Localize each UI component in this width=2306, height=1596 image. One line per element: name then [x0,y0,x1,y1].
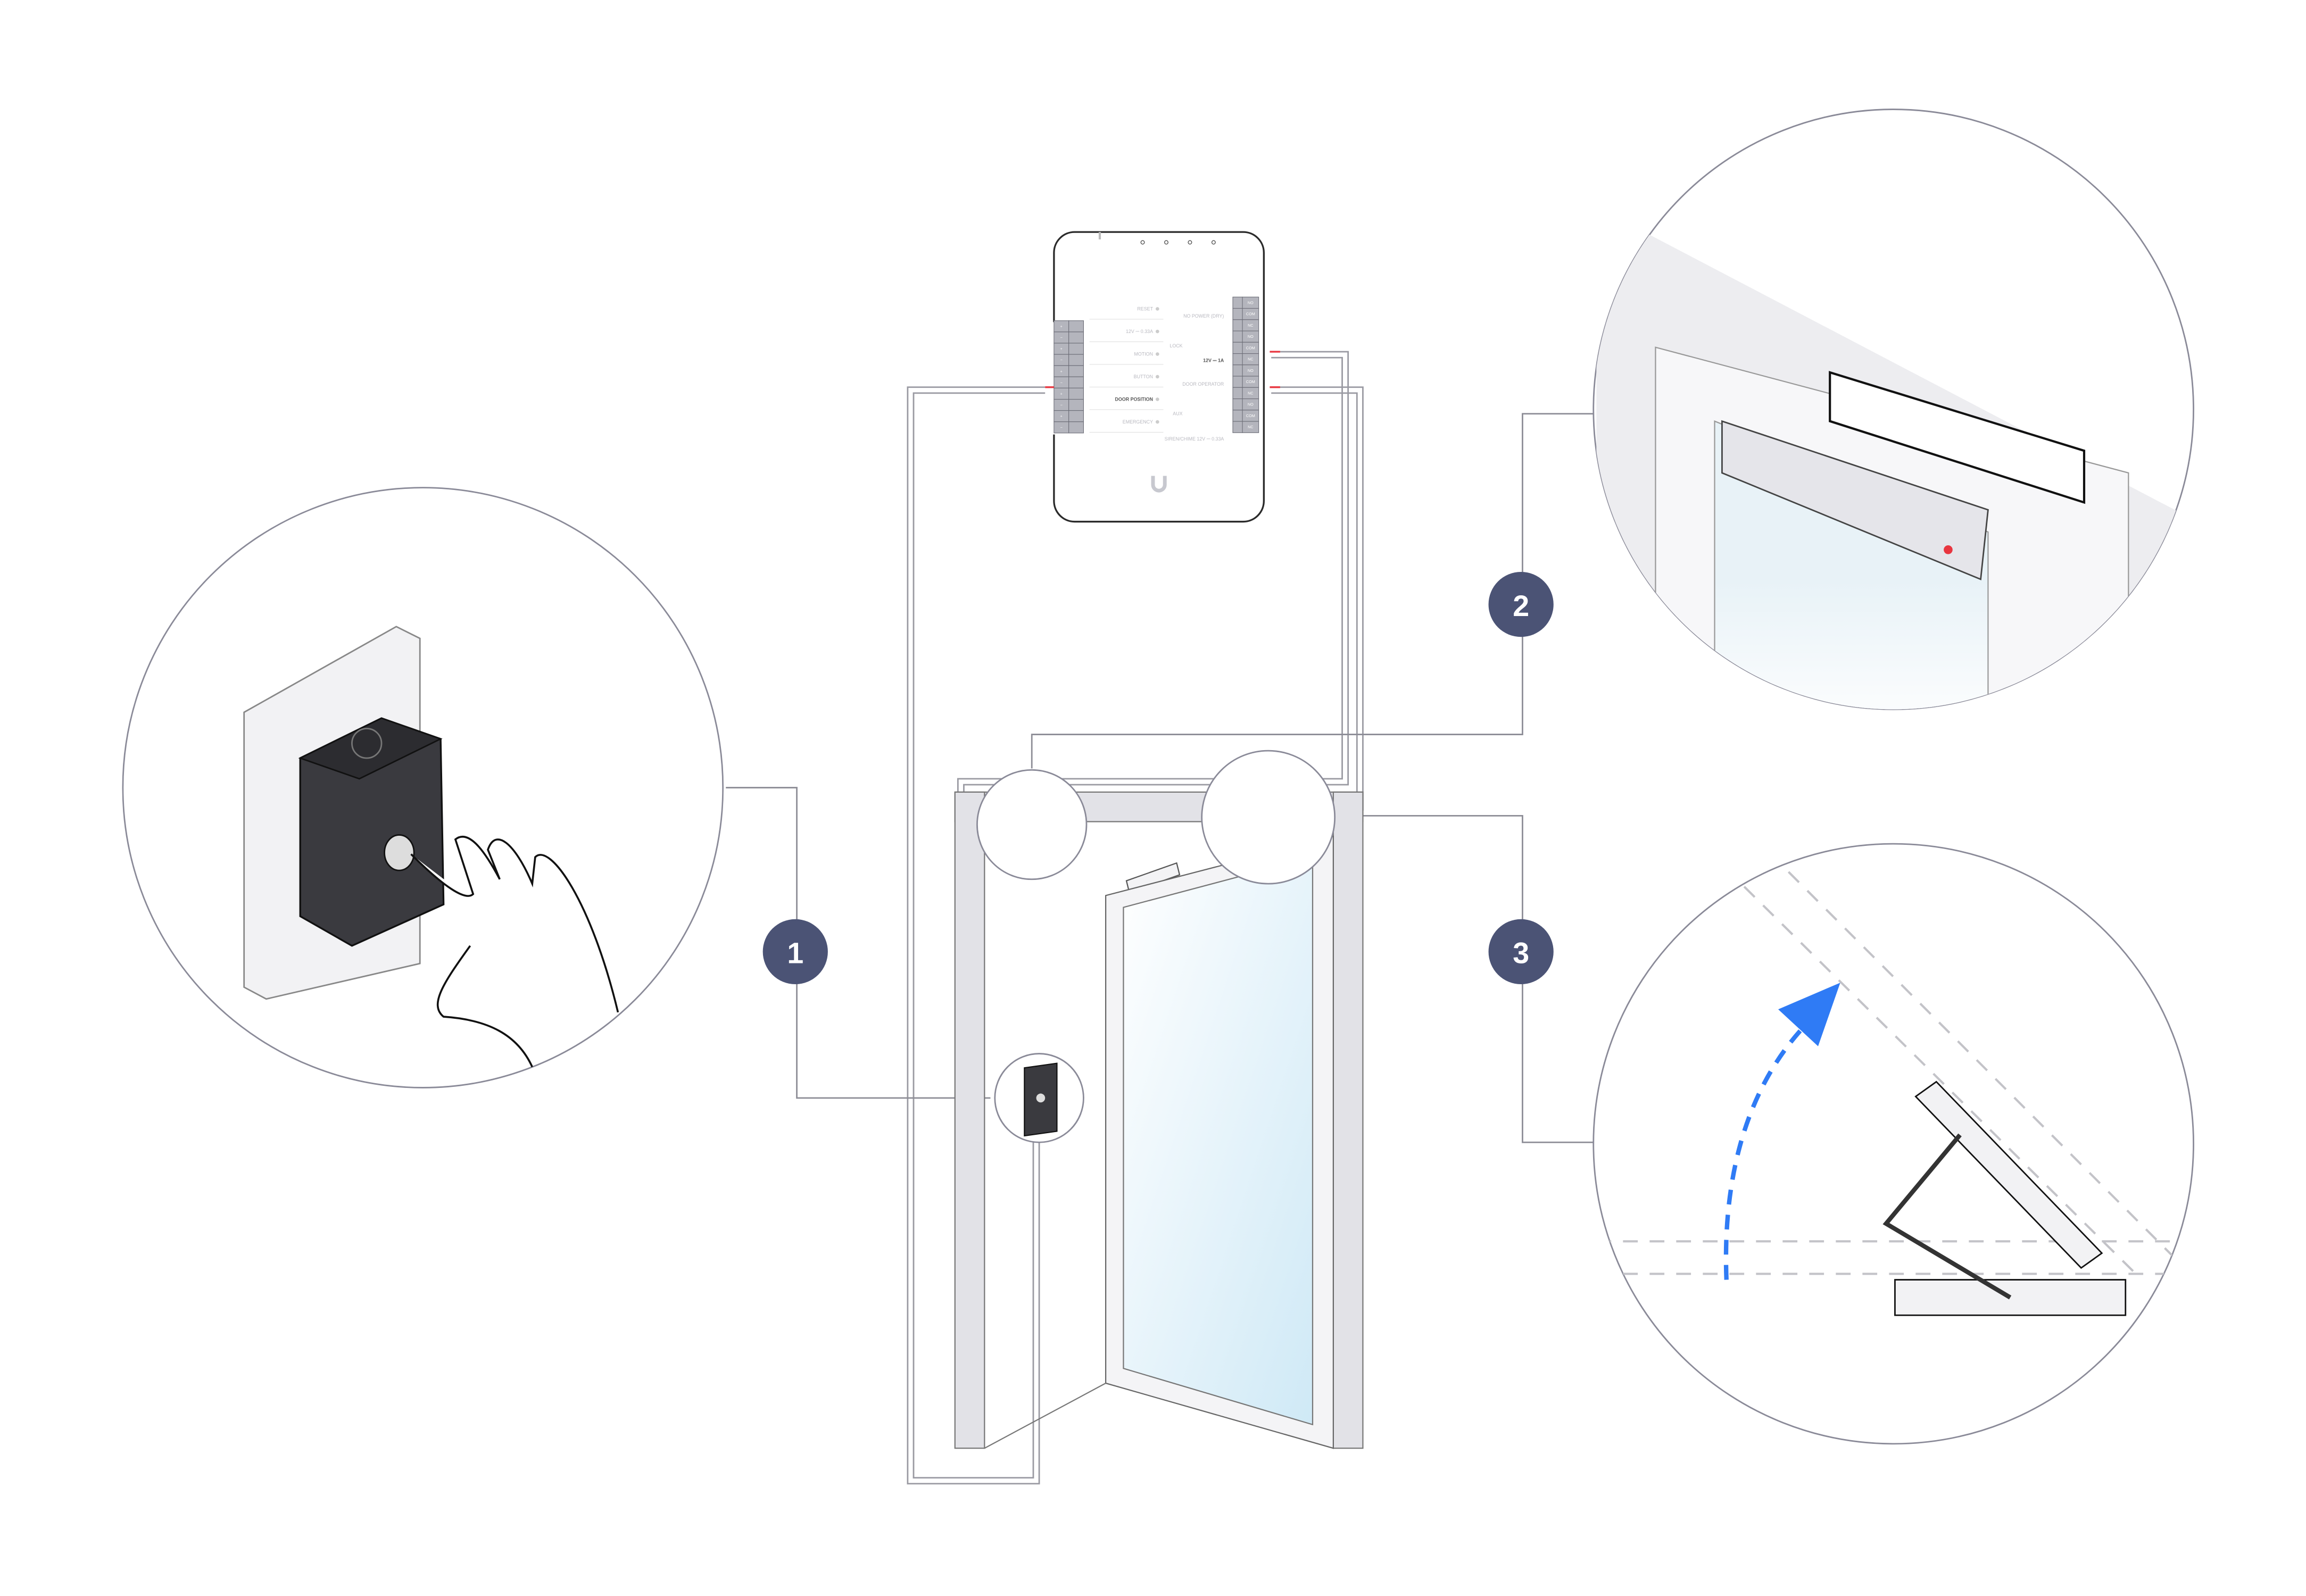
left-terminal-block: + − + − + − + − + − [1054,320,1084,434]
terminal-label: − [1060,380,1063,385]
lock-zoom-marker [976,769,1088,880]
detail-door-operator [1592,843,2194,1445]
terminal-label: + [1060,324,1063,329]
terminal-label: NO [1248,334,1254,339]
terminal-slot [1232,342,1243,354]
terminal-label: NO [1248,368,1254,373]
terminal-slot [1068,376,1084,388]
port-label: DOOR OPERATOR [1182,381,1224,387]
callout-number: 2 [1513,589,1529,622]
port-label: 12V ⎓ 1A [1203,358,1224,363]
push-button-icon [384,834,415,871]
led-icon [1156,420,1159,424]
detail-exit-button [122,487,724,1088]
port-label: LOCK [1169,343,1182,348]
port-label: BUTTON [1134,374,1153,379]
callout-number: 1 [787,937,803,970]
terminal-label: − [1060,358,1063,362]
port-label: 12V ⎓ 0.33A [1126,329,1153,334]
open-direction-arrow-icon [1723,1018,1813,1280]
terminal-slot [1232,353,1243,365]
port-label: RESET [1137,306,1153,311]
terminal[interactable] [1242,421,1259,433]
terminal-slot [1068,410,1084,422]
callout-badge-3: 3 [1488,919,1554,984]
terminal-slot [1232,330,1243,343]
led-icon [1156,375,1159,379]
terminal-slot [1068,399,1084,411]
terminal-slot [1068,343,1084,355]
right-terminal-block: NO COM NC NO COM NC NO COM NC NO COM NC [1232,296,1259,433]
terminal-slot [1232,319,1243,331]
terminal-slot [1068,387,1084,400]
terminal-slot [1232,398,1243,411]
terminal-label: COM [1246,312,1255,317]
terminal-label: + [1060,346,1063,351]
operator-zoom-marker [1201,750,1336,885]
terminal-label: − [1060,425,1063,430]
detail-door-lock [1592,109,2194,710]
terminal-slot [1232,296,1243,309]
access-controller: +−+−+−+−+− NOCOMNCNOCOMNCNOCOMNCNOCOMNC … [1045,231,1280,523]
callout-badge-1: 1 [762,919,828,984]
terminal-label: NO [1248,402,1254,407]
terminal-label: COM [1246,345,1255,350]
led-icon [1156,329,1159,334]
terminal-label: − [1060,335,1063,340]
terminal-label: NO [1248,300,1254,305]
status-led-icons [1140,240,1216,245]
port-label: NO POWER (DRY) [1183,313,1224,319]
terminal-label: NC [1248,425,1253,429]
port-label: SIREN/CHIME 12V ⎓ 0.33A [1165,436,1224,442]
terminal-label: + [1060,392,1063,396]
terminal-slot [1232,410,1243,422]
callout-number: 3 [1513,937,1529,970]
terminal-slot [1232,376,1243,388]
terminal-slot [1068,354,1084,366]
terminal-slot [1068,320,1084,332]
terminal-slot [1232,387,1243,400]
terminal-slot [1068,331,1084,344]
led-icon [1156,397,1159,401]
port-label: AUX [1173,411,1182,417]
terminal-slot [1232,421,1243,433]
terminal-label: NC [1248,357,1253,362]
hand-icon [410,835,619,1068]
led-icon [1156,352,1159,356]
ubiquiti-logo [1151,476,1167,493]
terminal-slot [1232,364,1243,377]
port-label: DOOR POSITION [1115,396,1153,402]
terminal-slot [1068,365,1084,377]
port-label: MOTION [1134,351,1154,356]
port-label: EMERGENCY [1123,419,1153,425]
terminal-label: + [1060,414,1063,419]
terminal-label: NC [1248,390,1253,395]
led-icon [1156,307,1159,311]
terminal-label: NC [1248,323,1253,328]
terminal-slot [1068,421,1084,434]
open-door-leaf [984,835,1334,1449]
terminal-label: COM [1246,379,1255,384]
exit-button-marker [994,1053,1084,1143]
callout-badge-2: 2 [1488,572,1554,637]
terminal-label: COM [1246,413,1255,418]
terminal-label: − [1060,403,1063,408]
terminal-label: + [1060,369,1063,373]
terminal-slot [1232,308,1243,320]
